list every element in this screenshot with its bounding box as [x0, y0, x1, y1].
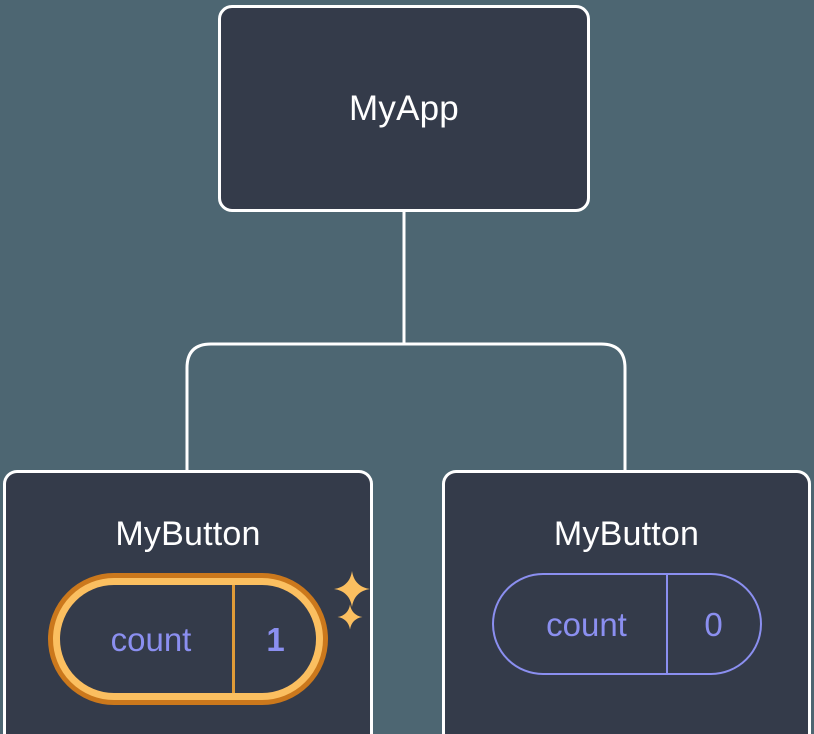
state-pill-left-inner: count 1 — [60, 585, 316, 693]
node-mybutton-right-title: MyButton — [553, 515, 700, 553]
state-pill-wrapper-right: count 0 — [491, 573, 762, 675]
node-mybutton-left[interactable]: MyButton count 1 — [3, 470, 373, 734]
state-pill-left-highlighted[interactable]: count 1 — [48, 573, 328, 705]
sparkle-icon — [334, 571, 370, 607]
connector-branch-bar — [185, 342, 627, 470]
node-mybutton-left-title: MyButton — [115, 515, 261, 553]
sparkle-icon — [337, 604, 363, 630]
node-myapp[interactable]: MyApp — [218, 5, 590, 212]
state-pill-wrapper-left: count 1 — [48, 571, 370, 705]
node-myapp-title: MyApp — [349, 89, 459, 128]
state-pill-right[interactable]: count 0 — [491, 573, 762, 675]
state-key-right: count — [546, 605, 627, 643]
state-key-left: count — [110, 620, 192, 658]
node-mybutton-right[interactable]: MyButton count 0 — [442, 470, 811, 734]
state-value-right: 0 — [665, 575, 760, 673]
state-value-left: 1 — [232, 585, 316, 693]
